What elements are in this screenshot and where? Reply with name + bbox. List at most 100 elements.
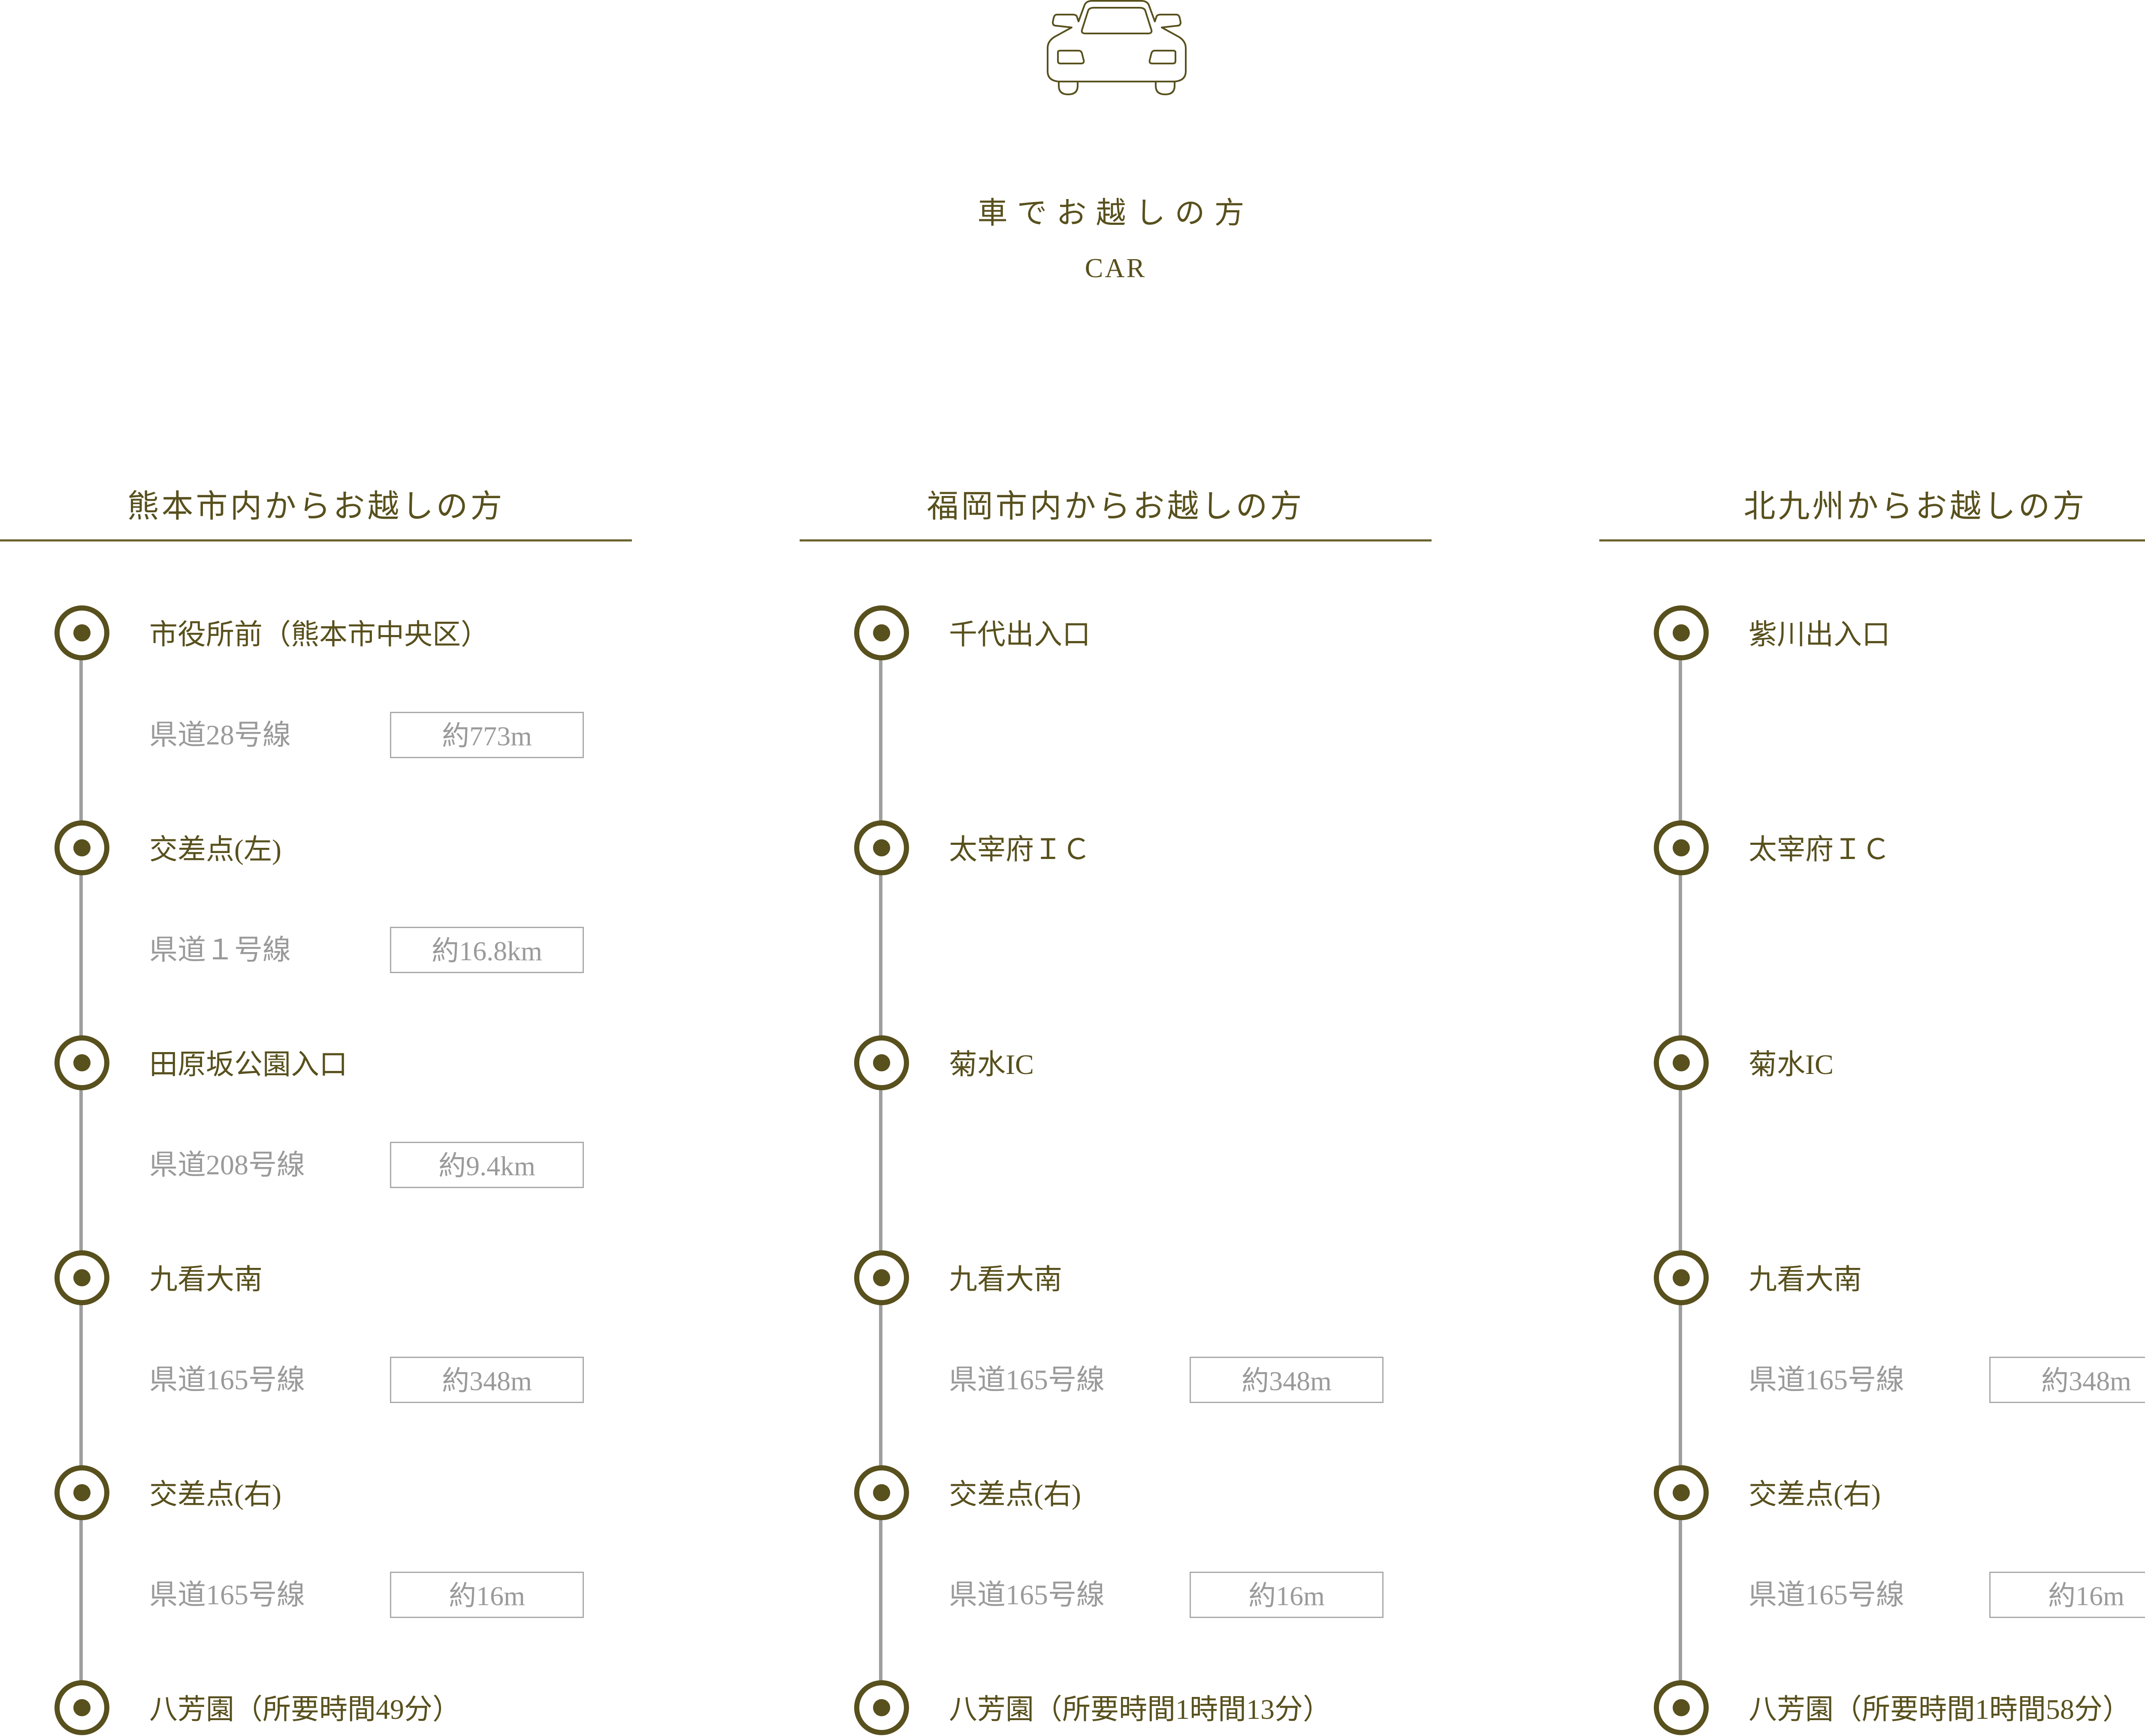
stop-marker-icon: [854, 1465, 909, 1520]
divider: [800, 539, 1432, 541]
stop-marker-dot: [873, 1699, 890, 1716]
stop-marker-icon: [854, 1035, 909, 1090]
stop-name: 交差点(右): [949, 1479, 1081, 1510]
stop-marker-dot: [73, 1484, 91, 1501]
route-stop: 田原坂公園入口: [0, 1035, 632, 1091]
stop-marker-icon: [54, 1250, 109, 1305]
route-stop: 八芳園（所要時間49分）: [0, 1680, 632, 1736]
route-stop: 八芳園（所要時間1時間13分）: [800, 1680, 1432, 1736]
stop-marker-dot: [873, 1054, 890, 1071]
stop-marker-dot: [1673, 839, 1690, 856]
route-segment: 県道１号線 約16.8km: [0, 927, 632, 978]
route-stop: 九看大南: [1599, 1250, 2145, 1306]
route-stop: 市役所前（熊本市中央区）: [0, 605, 632, 661]
stop-name: 菊水IC: [949, 1049, 1034, 1080]
distance-badge: 約348m: [1190, 1357, 1384, 1403]
distance-badge: 約16.8km: [390, 927, 584, 973]
stop-name: 太宰府ＩＣ: [949, 834, 1091, 865]
stop-marker-icon: [1654, 1250, 1709, 1305]
section-title: 車でお越しの方: [977, 197, 1254, 230]
stop-marker-dot: [873, 1269, 890, 1286]
route-segment: 県道165号線 約348m: [800, 1357, 1432, 1408]
route-stop: 紫川出入口: [1599, 605, 2145, 661]
route-column: 熊本市内からお越しの方市役所前（熊本市中央区）交差点(左)田原坂公園入口九看大南…: [0, 472, 632, 1736]
stop-name: 八芳園（所要時間49分）: [149, 1694, 461, 1725]
route-title: 熊本市内からお越しの方: [127, 489, 505, 524]
stop-marker-icon: [854, 605, 909, 660]
route-segment: 県道165号線 約16m: [1599, 1572, 2145, 1623]
divider: [1599, 539, 2145, 541]
stop-marker-icon: [54, 1035, 109, 1090]
route-stop: 太宰府ＩＣ: [800, 820, 1432, 876]
route-column: 福岡市内からお越しの方千代出入口太宰府ＩＣ 菊水IC 九看大南交差点(右) 八芳園（所…: [800, 472, 1432, 1736]
stop-marker-dot: [73, 1699, 91, 1716]
stop-marker-dot: [1673, 624, 1690, 641]
route-stop: 九看大南: [800, 1250, 1432, 1306]
stop-name: 紫川出入口: [1749, 619, 1890, 650]
road-name: 県道28号線: [149, 720, 291, 751]
stop-name: 九看大南: [949, 1264, 1062, 1295]
stop-marker-icon: [54, 605, 109, 660]
stop-marker-dot: [1673, 1699, 1690, 1716]
stop-marker-dot: [73, 839, 91, 856]
route-stop: 菊水IC: [800, 1035, 1432, 1091]
route-segment: 県道28号線 約773m: [0, 712, 632, 763]
distance-badge: 約16m: [1989, 1572, 2145, 1618]
car-icon: [1047, 0, 1187, 95]
stop-marker-icon: [1654, 820, 1709, 875]
route-segment: 県道165号線約16m: [0, 1572, 632, 1623]
stop-name: 市役所前（熊本市中央区）: [149, 619, 489, 650]
stop-marker-dot: [73, 1054, 91, 1071]
stop-marker-dot: [1673, 1269, 1690, 1286]
road-name: 県道165号線: [1749, 1579, 1904, 1611]
route-segment: 県道165号線 約348m: [1599, 1357, 2145, 1408]
route-stop: 太宰府ＩＣ: [1599, 820, 2145, 876]
route-stop: 交差点(右): [800, 1465, 1432, 1521]
stop-name: 交差点(右): [1749, 1479, 1881, 1510]
stop-marker-icon: [54, 1465, 109, 1520]
route-stop: 千代出入口: [800, 605, 1432, 661]
road-name: 県道208号線: [149, 1149, 305, 1181]
distance-badge: 約16m: [1190, 1572, 1384, 1618]
road-name: 県道165号線: [949, 1579, 1105, 1611]
distance-badge: 約348m: [1989, 1357, 2145, 1403]
stop-marker-icon: [1654, 1035, 1709, 1090]
stop-marker-icon: [1654, 605, 1709, 660]
stop-name: 八芳園（所要時間1時間13分）: [949, 1694, 1331, 1725]
road-name: 県道１号線: [149, 935, 291, 966]
route-stop: 菊水IC: [1599, 1035, 2145, 1091]
stop-name: 菊水IC: [1749, 1049, 1834, 1080]
route-line: [79, 628, 83, 1702]
distance-badge: 約348m: [390, 1357, 584, 1403]
stop-marker-icon: [54, 1680, 109, 1735]
route-segment: 県道165号線 約348m: [0, 1357, 632, 1408]
route-title: 北九州からお越しの方: [1743, 489, 2087, 524]
route-line: [879, 628, 882, 1702]
route-stop: 九看大南: [0, 1250, 632, 1306]
stop-marker-dot: [873, 1484, 890, 1501]
route-stop: 交差点(右): [0, 1465, 632, 1521]
route-line: [1679, 628, 1682, 1702]
stop-name: 八芳園（所要時間1時間58分）: [1749, 1694, 2131, 1725]
route-stop: 交差点(右): [1599, 1465, 2145, 1521]
distance-badge: 約9.4km: [390, 1142, 584, 1188]
stop-marker-icon: [854, 1680, 909, 1735]
stop-marker-icon: [854, 820, 909, 875]
road-name: 県道165号線: [949, 1364, 1105, 1396]
route-segment: 県道208号線 約9.4km: [0, 1142, 632, 1193]
stop-marker-icon: [1654, 1465, 1709, 1520]
route-title: 福岡市内からお越しの方: [927, 489, 1305, 524]
route-column: 北九州からお越しの方紫川出入口太宰府ＩＣ 菊水IC 九看大南交差点(右) 八芳園（所要…: [1599, 472, 2145, 1736]
distance-badge: 約773m: [390, 712, 584, 758]
stop-marker-dot: [873, 624, 890, 641]
stop-name: 千代出入口: [949, 619, 1091, 650]
stop-name: 九看大南: [149, 1264, 263, 1295]
stop-marker-icon: [54, 820, 109, 875]
section-subtitle: CAR: [1085, 253, 1147, 283]
route-stop: 八芳園（所要時間1時間58分）: [1599, 1680, 2145, 1736]
road-name: 県道165号線: [149, 1364, 305, 1396]
road-name: 県道165号線: [1749, 1364, 1904, 1396]
stop-name: 九看大南: [1749, 1264, 1862, 1295]
stop-name: 田原坂公園入口: [149, 1049, 347, 1080]
divider: [0, 539, 632, 541]
